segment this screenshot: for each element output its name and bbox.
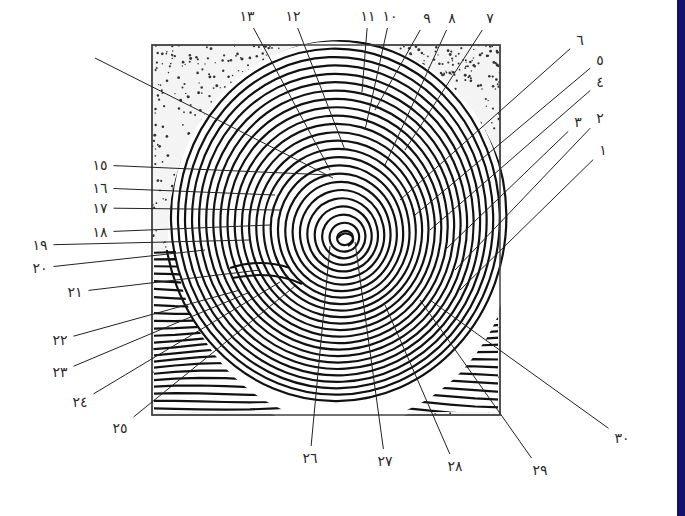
callout-number: ١٠: [380, 8, 399, 24]
leader-line: [375, 30, 420, 110]
side-bar: [677, 0, 685, 516]
callout-number: ١٨: [90, 224, 109, 240]
callout-number: ٢٠: [30, 260, 49, 276]
leader-line: [415, 68, 590, 215]
callout-number: ٢٨: [445, 458, 464, 474]
callout-number: ٤: [594, 74, 606, 90]
callout-number: ١٢: [283, 8, 302, 24]
leader-line: [114, 166, 331, 175]
callout-number: ٢٤: [70, 394, 89, 410]
callout-number: ٢: [594, 110, 606, 126]
leader-line: [114, 208, 281, 210]
callout-number: ٢٦: [300, 450, 319, 466]
callout-number: ٨: [446, 10, 458, 26]
callout-number: ١٥: [90, 157, 109, 173]
leader-line: [445, 131, 568, 250]
leader-line: [420, 300, 532, 458]
callout-number: ٥: [594, 52, 606, 68]
leader-line: [114, 189, 276, 196]
leader-line: [365, 28, 387, 130]
leader-line: [89, 270, 261, 290]
leader-line: [94, 282, 281, 394]
leader-line: [385, 305, 450, 454]
callout-number: ١٣: [237, 8, 256, 24]
leader-line: [362, 28, 367, 92]
callout-number: ٢٩: [530, 462, 549, 478]
callout-number: ٢٣: [50, 364, 69, 380]
leader-line: [95, 58, 333, 178]
leader-line: [74, 290, 241, 336]
leader-line: [74, 292, 251, 366]
leader-line: [405, 30, 482, 150]
callout-number: ١٧: [90, 200, 109, 216]
leader-line: [355, 242, 383, 449]
leader-line: [254, 28, 331, 170]
leader-line: [430, 300, 609, 428]
callout-number: ٧: [484, 10, 496, 26]
leader-line: [430, 91, 590, 231]
leader-line: [54, 240, 251, 245]
callout-number: ٢٧: [375, 453, 394, 469]
leader-line: [385, 30, 447, 165]
callout-number: ١: [597, 142, 609, 158]
callout-number: ١٦: [90, 180, 109, 196]
callout-number: ٩: [421, 10, 433, 26]
leader-line: [134, 286, 296, 417]
leader-line: [298, 28, 345, 150]
callout-number: ١١: [358, 8, 377, 24]
callout-number: ٢٥: [110, 420, 129, 436]
callout-number: ٢٢: [50, 332, 69, 348]
leader-line: [311, 246, 330, 446]
callout-number: ٣٠: [612, 430, 631, 446]
callout-number: ٣: [572, 114, 584, 130]
callout-number: ٦: [574, 32, 586, 48]
leader-line: [114, 225, 271, 231]
callout-number: ١٩: [30, 237, 49, 253]
leader-line: [54, 250, 206, 267]
callout-number: ٢١: [65, 284, 84, 300]
leader-line: [400, 49, 570, 200]
leader-line: [460, 160, 593, 290]
